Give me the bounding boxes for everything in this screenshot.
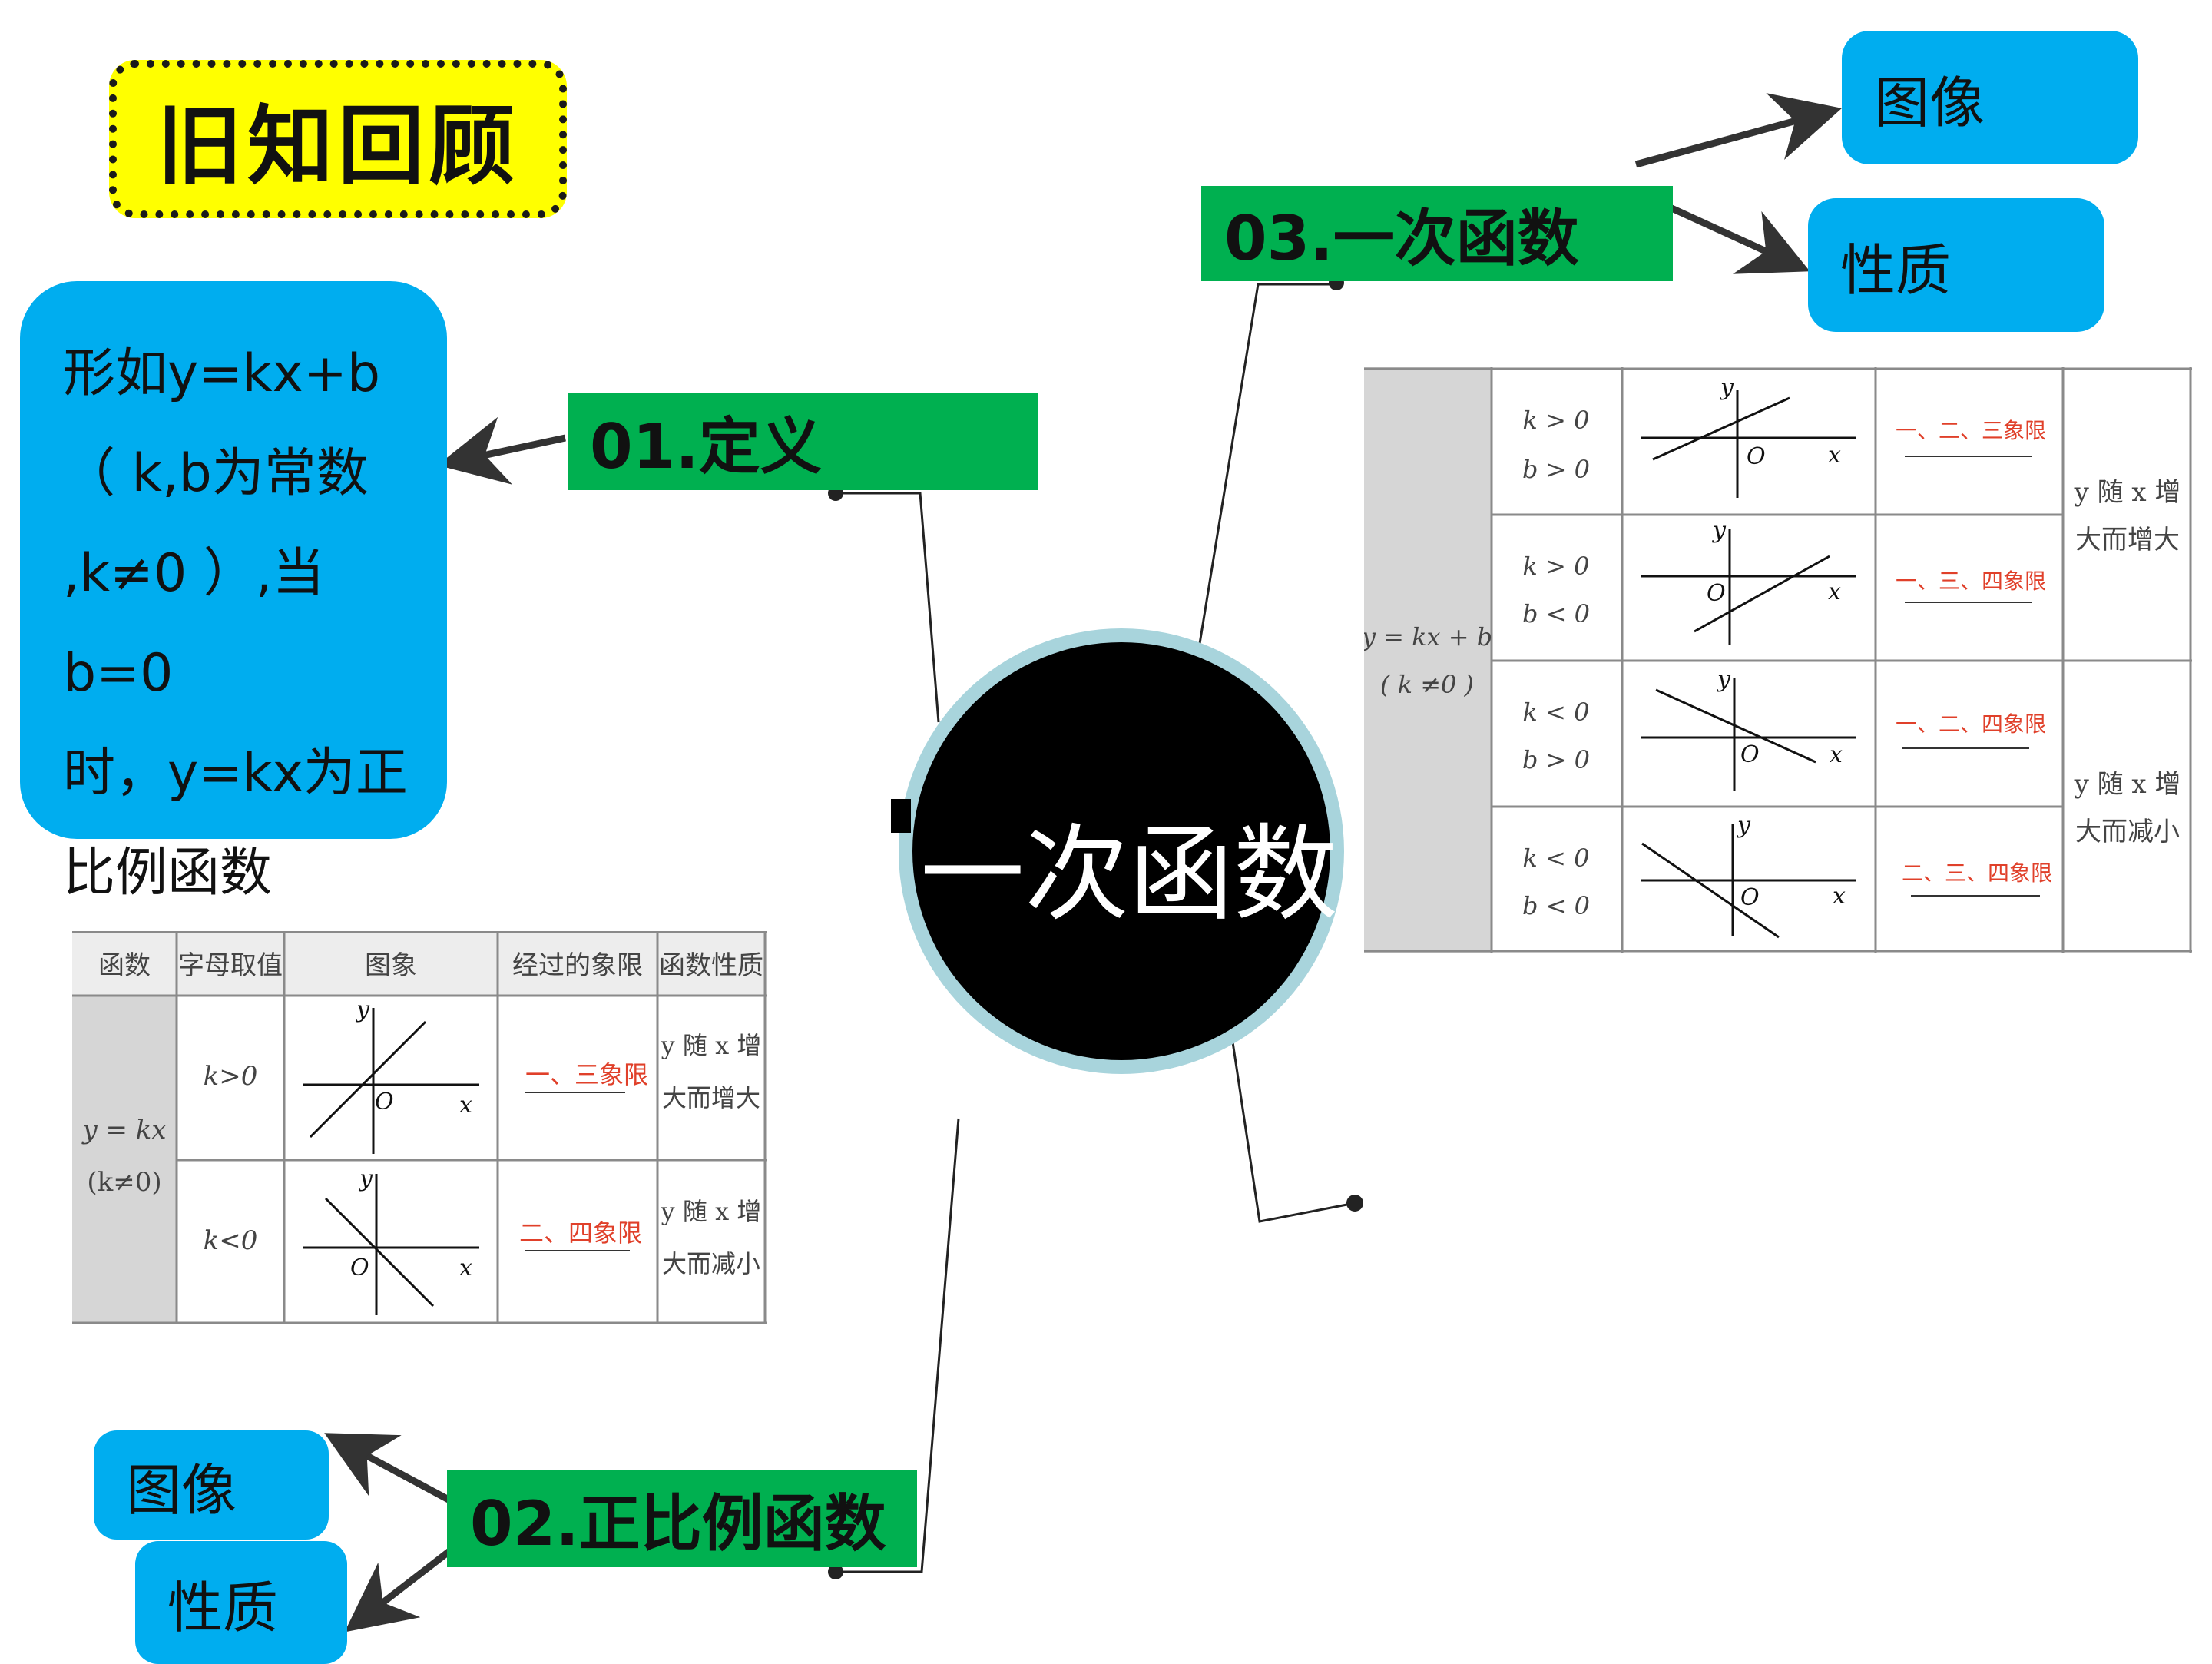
row-b: b > 0	[1522, 745, 1590, 774]
row-k: k < 0	[1523, 844, 1590, 873]
row-b: b > 0	[1522, 455, 1590, 484]
connector-01	[836, 492, 940, 723]
header-function: 函数	[98, 950, 151, 981]
axis-y: y	[1719, 374, 1734, 401]
connector-02	[836, 1118, 960, 1573]
property-text: 大而减小	[2075, 817, 2180, 847]
branch-03-property-node[interactable]: 性质	[1808, 198, 2104, 332]
center-topic[interactable]: 一次函数	[920, 814, 1338, 936]
graph-k-pos-b-neg	[1641, 529, 1856, 645]
axis-x: x	[1830, 741, 1843, 768]
row-quadrants: 二、三、四象限	[1902, 860, 2052, 886]
graph-decreasing	[303, 1174, 479, 1315]
property-text: y 随 x 增	[2074, 769, 2181, 800]
axis-origin: O	[375, 1089, 394, 1115]
row-property: 大而减小	[662, 1249, 760, 1278]
connector-03	[1197, 283, 1336, 654]
definition-line: 形如y=kx+b	[63, 343, 380, 404]
connector-04-dot	[1346, 1195, 1363, 1212]
graph-k-neg-b-pos	[1641, 678, 1856, 791]
axis-x: x	[1833, 883, 1846, 910]
row-property: 大而增大	[662, 1083, 760, 1112]
header-quadrants: 经过的象限	[512, 950, 643, 981]
axis-origin: O	[1740, 884, 1760, 911]
connector-02-dot	[828, 1564, 843, 1579]
table-proportional: 函数 字母取值 图象 经过的象限 函数性质 y = kx (k≠0) k>0 k…	[72, 931, 767, 1324]
connector-04	[1230, 1036, 1356, 1223]
row-quadrants: 一、三、四象限	[1896, 568, 2046, 594]
row-k: k > 0	[1523, 552, 1590, 581]
axis-x: x	[1828, 442, 1841, 469]
row-property: y 随 x 增	[661, 1031, 762, 1060]
graph-k-neg-b-neg	[1641, 824, 1856, 939]
branch-label-03[interactable]: 03.一次函数	[1201, 186, 1673, 281]
axis-origin: O	[1747, 443, 1766, 470]
row-quadrants: 二、四象限	[519, 1218, 642, 1248]
axis-origin: O	[1707, 580, 1726, 607]
center-circle-edge	[891, 799, 911, 833]
axis-y: y	[355, 996, 370, 1023]
row-quadrants: 一、二、四象限	[1896, 711, 2046, 737]
definition-line: ,k≠0 ）,当b=0	[63, 543, 325, 704]
graph-increasing	[303, 1008, 479, 1154]
axis-y: y	[1711, 517, 1727, 544]
branch-02-image-node[interactable]: 图像	[94, 1430, 329, 1540]
row-b: b < 0	[1522, 891, 1590, 920]
branch-label-02[interactable]: 02.正比例函数	[447, 1470, 917, 1567]
axis-y: y	[1736, 812, 1751, 839]
definition-box: 形如y=kx+b （ k,b为常数 ,k≠0 ）,当b=0 时，y=kx为正 比…	[20, 281, 447, 903]
axis-x: x	[1828, 578, 1841, 605]
definition-line: （ k,b为常数	[63, 443, 369, 504]
axis-x: x	[459, 1092, 472, 1119]
axis-origin: O	[1740, 741, 1760, 768]
axis-x: x	[459, 1255, 472, 1281]
row-property: y 随 x 增	[661, 1197, 762, 1226]
func-label-cond: ( k ≠0 )	[1380, 670, 1474, 699]
center-circle	[912, 642, 1330, 1060]
func-label: y = kx + b	[1364, 622, 1492, 651]
branch-label-01[interactable]: 01.定义	[568, 393, 1038, 490]
row-k: k < 0	[1523, 698, 1590, 727]
header-graph: 图象	[365, 950, 417, 981]
func-label-cond: (k≠0)	[87, 1167, 161, 1198]
row-condition: k<0	[204, 1225, 258, 1256]
page-title: 旧知回顾	[157, 96, 519, 197]
property-text: y 随 x 增	[2074, 477, 2181, 508]
axis-origin: O	[350, 1255, 369, 1281]
row-quadrants: 一、二、三象限	[1896, 418, 2046, 443]
row-condition: k>0	[204, 1061, 258, 1092]
axis-y: y	[358, 1165, 373, 1192]
row-quadrants: 一、三象限	[525, 1060, 648, 1089]
arrow-def	[437, 416, 566, 485]
title-box: 旧知回顾	[109, 60, 567, 218]
header-property: 函数性质	[659, 950, 763, 981]
branch-02-property-node[interactable]: 性质	[135, 1541, 347, 1664]
definition-line: 时，y=kx为正	[63, 743, 408, 804]
arrow-03-property	[1648, 194, 1810, 274]
row-k: k > 0	[1523, 406, 1590, 435]
arrow-02-image	[324, 1433, 451, 1503]
axis-y: y	[1716, 666, 1731, 693]
graph-k-pos-b-pos	[1641, 390, 1856, 498]
property-text: 大而增大	[2075, 525, 2180, 555]
definition-line: 比例函数	[63, 843, 273, 903]
header-letter-value: 字母取值	[178, 950, 283, 981]
row-b: b < 0	[1522, 599, 1590, 628]
table-linear: y = kx + b ( k ≠0 ) k > 0 b > 0 k > 0 b …	[1364, 367, 2192, 953]
func-label: y = kx	[81, 1115, 166, 1145]
branch-03-image-node[interactable]: 图像	[1842, 31, 2138, 164]
arrow-03-image	[1634, 93, 1843, 168]
